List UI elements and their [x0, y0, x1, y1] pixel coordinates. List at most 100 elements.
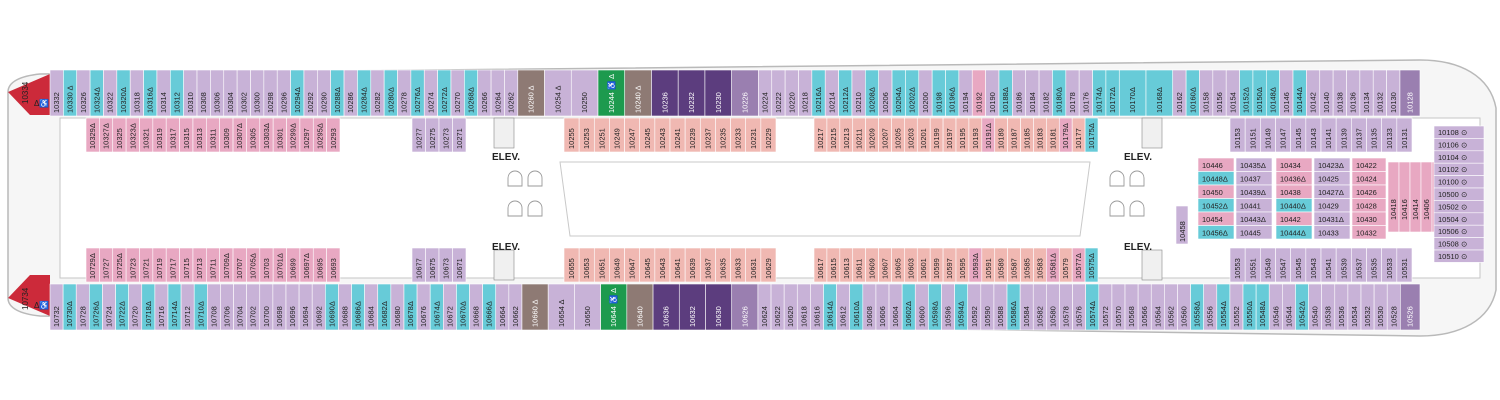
- cabin-10692[interactable]: 10692: [311, 283, 326, 331]
- cabin-10617[interactable]: 10617: [813, 247, 828, 283]
- cabin-10454[interactable]: 10454: [1197, 211, 1235, 226]
- cabin-10286[interactable]: 10286: [343, 69, 358, 117]
- cabin-10558[interactable]: 10558Δ: [1190, 283, 1204, 331]
- cabin-10675[interactable]: 10675: [425, 247, 440, 283]
- cabin-10444[interactable]: 10444Δ: [1275, 225, 1313, 240]
- cabin-10577[interactable]: 10577Δ: [1071, 247, 1086, 283]
- cabin-10202[interactable]: 10202Δ: [905, 69, 920, 117]
- cabin-10324[interactable]: 10324Δ: [89, 69, 104, 117]
- cabin-10637[interactable]: 10637: [699, 247, 716, 283]
- cabin-10602[interactable]: 10602Δ: [901, 283, 916, 331]
- cabin-10726[interactable]: 10726Δ: [89, 283, 103, 331]
- cabin-10720[interactable]: 10720: [128, 283, 143, 331]
- cabin-10270[interactable]: 10270: [450, 69, 465, 117]
- cabin-10251[interactable]: 10251: [593, 117, 610, 153]
- cabin-10436[interactable]: 10436Δ: [1275, 171, 1313, 186]
- cabin-10644[interactable]: 10644 ♿ Δ: [600, 283, 628, 331]
- cabin-10666[interactable]: 10666Δ: [482, 283, 497, 331]
- cabin-10705[interactable]: 10705Δ: [246, 247, 261, 283]
- cabin-10539[interactable]: 10539: [1335, 247, 1352, 283]
- cabin-10599[interactable]: 10599: [929, 247, 944, 283]
- cabin-10592[interactable]: 10592: [967, 283, 982, 331]
- cabin-10611[interactable]: 10611: [852, 247, 866, 283]
- cabin-10134[interactable]: 10134: [1359, 69, 1374, 117]
- cabin-10199[interactable]: 10199: [929, 117, 944, 153]
- cabin-10241[interactable]: 10241: [669, 117, 686, 153]
- cabin-10629[interactable]: 10629: [760, 247, 777, 283]
- cabin-10534[interactable]: 10534: [1347, 283, 1362, 331]
- cabin-10549[interactable]: 10549: [1260, 247, 1276, 283]
- cabin-10323[interactable]: 10323Δ: [125, 117, 140, 153]
- cabin-10570[interactable]: 10570: [1111, 283, 1126, 331]
- cabin-10207[interactable]: 10207: [878, 117, 892, 153]
- cabin-10612[interactable]: 10612: [836, 283, 851, 331]
- cabin-10205[interactable]: 10205: [891, 117, 905, 153]
- cabin-10649[interactable]: 10649: [609, 247, 625, 283]
- cabin-10640[interactable]: 10640: [626, 283, 654, 331]
- cabin-10262[interactable]: 10262: [504, 69, 519, 117]
- cabin-10194[interactable]: 10194: [958, 69, 973, 117]
- cabin-10266[interactable]: 10266: [477, 69, 492, 117]
- cabin-10500[interactable]: 10500 ⊙: [1433, 187, 1485, 201]
- cabin-10332[interactable]: 10332: [49, 69, 64, 117]
- cabin-10189[interactable]: 10189: [994, 117, 1008, 153]
- cabin-10290[interactable]: 10290: [317, 69, 331, 117]
- cabin-10156[interactable]: 10156: [1212, 69, 1227, 117]
- cabin-10544[interactable]: 10544: [1282, 283, 1296, 331]
- cabin-10543[interactable]: 10543: [1305, 247, 1322, 283]
- cabin-10424[interactable]: 10424: [1351, 171, 1387, 186]
- cabin-10217[interactable]: 10217: [813, 117, 828, 153]
- cabin-10542[interactable]: 10542Δ: [1295, 283, 1309, 331]
- cabin-10326[interactable]: 10326: [76, 69, 91, 117]
- cabin-10414[interactable]: 10414: [1409, 161, 1422, 233]
- cabin-10192[interactable]: 10192: [971, 69, 986, 117]
- cabin-10662[interactable]: 10662: [508, 283, 523, 331]
- cabin-10506[interactable]: 10506 ⊙: [1433, 224, 1485, 238]
- cabin-10137[interactable]: 10137: [1351, 117, 1367, 153]
- cabin-10620[interactable]: 10620: [783, 283, 798, 331]
- cabin-10306[interactable]: 10306: [210, 69, 225, 117]
- cabin-10229[interactable]: 10229: [760, 117, 777, 153]
- cabin-10298[interactable]: 10298: [263, 69, 278, 117]
- cabin-10589[interactable]: 10589: [994, 247, 1008, 283]
- cabin-10260[interactable]: 10260 Δ: [517, 69, 545, 117]
- cabin-10725[interactable]: 10725Δ: [112, 247, 127, 283]
- cabin-10180[interactable]: 10180Δ: [1052, 69, 1067, 117]
- cabin-10530[interactable]: 10530: [1373, 283, 1388, 331]
- cabin-10684[interactable]: 10684: [364, 283, 379, 331]
- cabin-10418[interactable]: 10418: [1387, 161, 1400, 233]
- cabin-10730[interactable]: 10730Δ: [62, 283, 77, 331]
- cabin-10510[interactable]: 10510 ⊙: [1433, 249, 1485, 263]
- cabin-10197[interactable]: 10197: [942, 117, 957, 153]
- cabin-10304[interactable]: 10304: [223, 69, 238, 117]
- cabin-10441[interactable]: 10441: [1235, 198, 1273, 213]
- cabin-10715[interactable]: 10715: [179, 247, 194, 283]
- cabin-10162[interactable]: 10162: [1172, 69, 1187, 117]
- cabin-10618[interactable]: 10618: [796, 283, 811, 331]
- cabin-10630[interactable]: 10630: [705, 283, 733, 331]
- cabin-10594[interactable]: 10594Δ: [954, 283, 969, 331]
- cabin-10438[interactable]: 10438: [1275, 184, 1313, 199]
- cabin-10311[interactable]: 10311: [206, 117, 220, 153]
- cabin-10587[interactable]: 10587: [1007, 247, 1021, 283]
- cabin-10133[interactable]: 10133: [1381, 117, 1398, 153]
- cabin-10655[interactable]: 10655: [563, 247, 580, 283]
- cabin-10680[interactable]: 10680: [390, 283, 405, 331]
- cabin-10606[interactable]: 10606: [875, 283, 890, 331]
- cabin-10690[interactable]: 10690Δ: [325, 283, 339, 331]
- cabin-10293[interactable]: 10293: [326, 117, 341, 153]
- cabin-10254[interactable]: 10254 Δ: [544, 69, 572, 117]
- cabin-10608[interactable]: 10608: [862, 283, 877, 331]
- cabin-10299[interactable]: 10299Δ: [286, 117, 301, 153]
- cabin-10185[interactable]: 10185: [1020, 117, 1034, 153]
- cabin-10224[interactable]: 10224: [758, 69, 773, 117]
- cabin-10325[interactable]: 10325: [112, 117, 127, 153]
- cabin-10531[interactable]: 10531: [1396, 247, 1413, 283]
- cabin-10313[interactable]: 10313: [192, 117, 207, 153]
- cabin-10566[interactable]: 10566: [1137, 283, 1152, 331]
- cabin-10158[interactable]: 10158: [1199, 69, 1214, 117]
- cabin-10635[interactable]: 10635: [715, 247, 731, 283]
- cabin-10330[interactable]: 10330 Δ: [63, 69, 78, 117]
- cabin-10603[interactable]: 10603: [904, 247, 918, 283]
- cabin-10632[interactable]: 10632: [678, 283, 706, 331]
